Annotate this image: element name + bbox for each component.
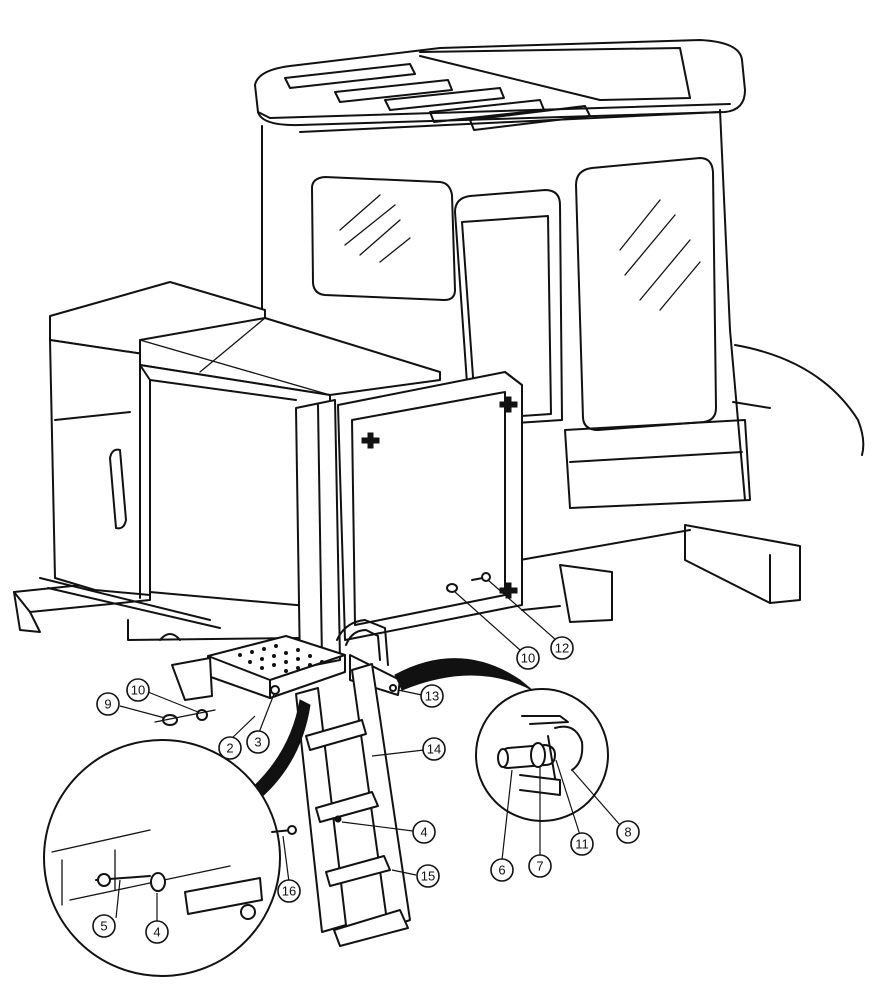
svg-text:8: 8 <box>624 825 631 840</box>
operator-cab <box>254 39 865 509</box>
svg-text:3: 3 <box>254 735 261 750</box>
svg-text:5: 5 <box>100 919 107 934</box>
svg-text:13: 13 <box>425 689 439 704</box>
callout-6: 6 <box>490 858 514 882</box>
callout-14: 14 <box>422 737 446 761</box>
step-ladder <box>295 663 411 947</box>
storage-box <box>49 281 441 669</box>
leader-lines <box>115 579 621 921</box>
callout-13: 13 <box>420 684 444 708</box>
svg-text:16: 16 <box>282 884 296 899</box>
svg-text:4: 4 <box>420 825 427 840</box>
callout-9: 9 <box>96 692 120 716</box>
callout-11: 11 <box>570 832 594 856</box>
svg-text:6: 6 <box>498 863 505 878</box>
svg-text:11: 11 <box>575 837 589 852</box>
callout-10-left: 10 <box>126 678 150 702</box>
svg-text:4: 4 <box>153 925 160 940</box>
detail-view-pin <box>475 688 609 822</box>
callout-4-ladder: 4 <box>412 820 436 844</box>
svg-text:9: 9 <box>104 697 111 712</box>
callout-10-right: 10 <box>516 646 540 670</box>
svg-text:10: 10 <box>131 683 145 698</box>
callout-15: 15 <box>416 864 440 888</box>
callout-8: 8 <box>616 820 640 844</box>
svg-text:15: 15 <box>421 869 435 884</box>
step-platform <box>171 619 401 701</box>
svg-text:14: 14 <box>427 742 441 757</box>
callout-2: 2 <box>218 736 242 760</box>
callout-3: 3 <box>246 730 270 754</box>
callout-16: 16 <box>277 879 301 903</box>
svg-text:2: 2 <box>226 741 233 756</box>
callout-7: 7 <box>528 854 552 878</box>
svg-text:10: 10 <box>521 651 535 666</box>
callout-12: 12 <box>550 636 574 660</box>
callout-4-detail: 4 <box>145 920 169 944</box>
side-cover-panel <box>337 371 523 641</box>
callout-5: 5 <box>92 914 116 938</box>
svg-text:12: 12 <box>555 641 569 656</box>
svg-text:7: 7 <box>536 859 543 874</box>
